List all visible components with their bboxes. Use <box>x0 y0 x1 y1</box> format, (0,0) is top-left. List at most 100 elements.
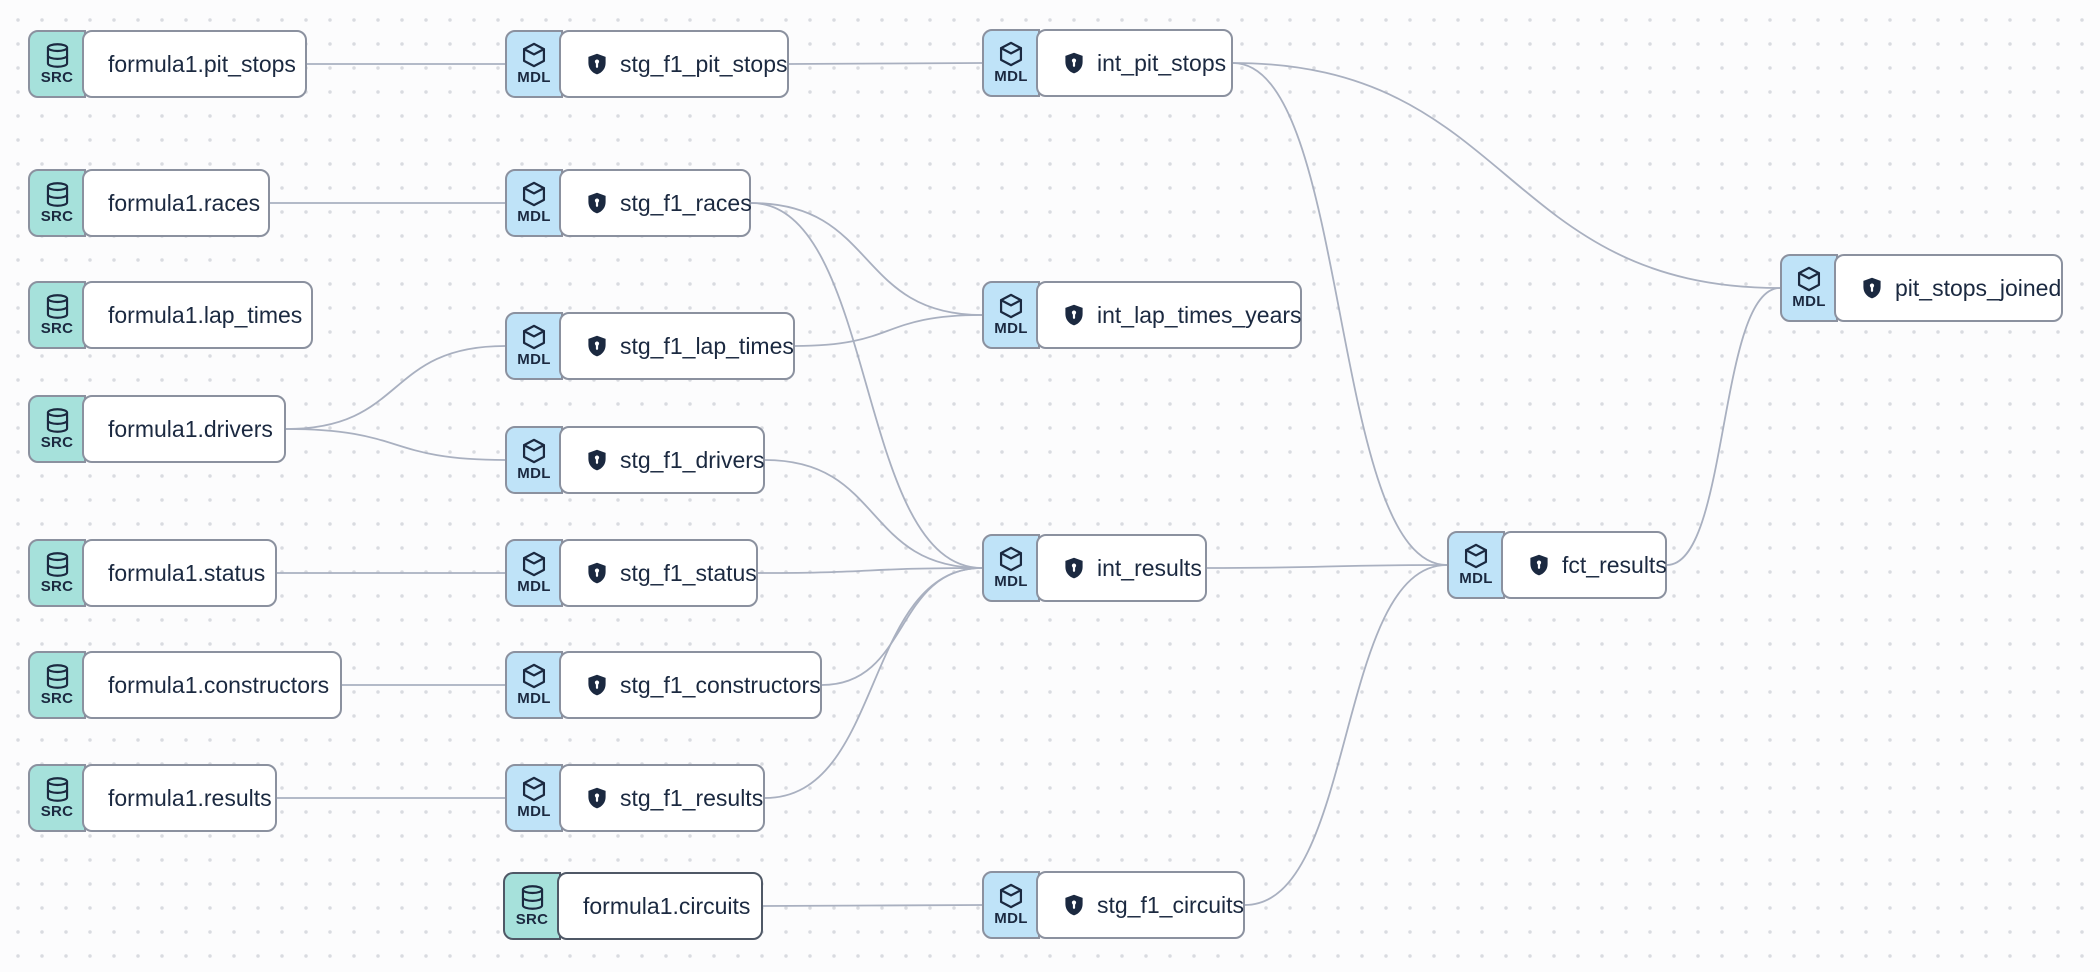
edge-stg_drivers-int_results <box>764 459 983 569</box>
cube-icon <box>520 180 548 208</box>
shield-icon <box>1527 553 1551 577</box>
cube-icon <box>997 545 1025 573</box>
node-type-badge: MDL <box>517 69 551 87</box>
node-type-badge: MDL <box>1459 570 1493 588</box>
node-label: stg_f1_lap_times <box>620 332 794 359</box>
node-type-chip: MDL <box>505 539 563 607</box>
shield-icon <box>1062 893 1086 917</box>
shield-icon <box>585 673 609 697</box>
shield-icon <box>1062 556 1086 580</box>
shield-icon <box>585 191 609 215</box>
node-type-badge: MDL <box>994 68 1028 86</box>
node-type-badge: MDL <box>994 320 1028 338</box>
cube-icon <box>520 437 548 465</box>
node-type-badge: SRC <box>40 577 74 595</box>
edge-stg_status-int_results <box>757 567 983 574</box>
node-fct_results[interactable]: MDL fct_results <box>1447 531 1667 599</box>
node-stg_status[interactable]: MDL stg_f1_status <box>505 539 758 607</box>
node-int_results[interactable]: MDL int_results <box>982 534 1207 602</box>
edge-stg_races-int_results <box>750 202 983 569</box>
edge-stg_races-int_lap_times_years <box>750 202 983 316</box>
node-label: stg_f1_results <box>620 784 764 811</box>
node-label: stg_f1_drivers <box>620 446 765 473</box>
node-body: stg_f1_pit_stops <box>559 30 789 98</box>
node-src_status[interactable]: SRC formula1.status <box>28 539 277 607</box>
node-label: stg_f1_status <box>620 559 757 586</box>
edge-src_circuits-stg_circuits <box>762 904 983 907</box>
node-src_pit_stops[interactable]: SRC formula1.pit_stops <box>28 30 307 98</box>
database-icon <box>44 776 71 803</box>
node-body: formula1.status <box>82 539 277 607</box>
node-label: formula1.status <box>108 559 266 586</box>
node-src_races[interactable]: SRC formula1.races <box>28 169 270 237</box>
node-type-chip: MDL <box>982 534 1040 602</box>
node-body: stg_f1_drivers <box>559 426 765 494</box>
node-type-chip: MDL <box>505 426 563 494</box>
database-icon <box>44 293 71 320</box>
node-type-chip: SRC <box>503 872 561 940</box>
node-type-badge: MDL <box>994 573 1028 591</box>
node-label: fct_results <box>1562 551 1667 578</box>
node-type-badge: SRC <box>40 319 74 337</box>
node-body: formula1.constructors <box>82 651 342 719</box>
node-stg_lap_times[interactable]: MDL stg_f1_lap_times <box>505 312 795 380</box>
node-stg_constructors[interactable]: MDL stg_f1_constructors <box>505 651 822 719</box>
node-body: stg_f1_results <box>559 764 765 832</box>
node-label: formula1.circuits <box>583 892 751 919</box>
node-type-chip: SRC <box>28 169 86 237</box>
node-type-chip: SRC <box>28 30 86 98</box>
node-body: formula1.lap_times <box>82 281 313 349</box>
node-type-badge: SRC <box>40 433 74 451</box>
shield-icon <box>1062 51 1086 75</box>
node-type-badge: SRC <box>40 689 74 707</box>
edge-stg_lap_times-int_lap_times_years <box>794 314 983 347</box>
node-stg_races[interactable]: MDL stg_f1_races <box>505 169 752 237</box>
node-body: formula1.drivers <box>82 395 286 463</box>
node-type-chip: MDL <box>505 169 563 237</box>
node-stg_drivers[interactable]: MDL stg_f1_drivers <box>505 426 765 494</box>
cube-icon <box>520 775 548 803</box>
node-src_lap_times[interactable]: SRC formula1.lap_times <box>28 281 313 349</box>
node-src_results[interactable]: SRC formula1.results <box>28 764 277 832</box>
node-src_circuits[interactable]: SRC formula1.circuits <box>503 872 763 940</box>
node-type-badge: SRC <box>40 802 74 820</box>
cube-icon <box>997 882 1025 910</box>
node-stg_circuits[interactable]: MDL stg_f1_circuits <box>982 871 1245 939</box>
node-type-chip: MDL <box>982 281 1040 349</box>
node-body: stg_f1_constructors <box>559 651 822 719</box>
cube-icon <box>520 323 548 351</box>
node-int_lap_times_years[interactable]: MDL int_lap_times_years <box>982 281 1302 349</box>
node-type-chip: SRC <box>28 281 86 349</box>
node-type-chip: SRC <box>28 395 86 463</box>
node-type-chip: MDL <box>1780 254 1838 322</box>
database-icon <box>44 181 71 208</box>
node-body: fct_results <box>1501 531 1667 599</box>
node-type-badge: MDL <box>517 578 551 596</box>
node-int_pit_stops[interactable]: MDL int_pit_stops <box>982 29 1233 97</box>
node-type-chip: SRC <box>28 764 86 832</box>
node-type-chip: MDL <box>982 871 1040 939</box>
shield-icon <box>1860 276 1884 300</box>
node-src_drivers[interactable]: SRC formula1.drivers <box>28 395 286 463</box>
node-body: formula1.results <box>82 764 277 832</box>
node-stg_pit_stops[interactable]: MDL stg_f1_pit_stops <box>505 30 789 98</box>
node-type-badge: MDL <box>994 910 1028 928</box>
database-icon <box>44 663 71 690</box>
node-type-badge: SRC <box>40 207 74 225</box>
node-label: stg_f1_constructors <box>620 671 821 698</box>
node-label: stg_f1_races <box>620 189 752 216</box>
node-pit_stops_joined[interactable]: MDL pit_stops_joined <box>1780 254 2063 322</box>
node-type-badge: MDL <box>517 465 551 483</box>
node-stg_results[interactable]: MDL stg_f1_results <box>505 764 765 832</box>
edge-int_pit_stops-pit_stops_joined <box>1232 62 1781 289</box>
shield-icon <box>585 334 609 358</box>
database-icon <box>519 884 546 911</box>
node-type-chip: MDL <box>505 312 563 380</box>
node-body: stg_f1_status <box>559 539 758 607</box>
cube-icon <box>520 41 548 69</box>
shield-icon <box>585 448 609 472</box>
node-src_constructors[interactable]: SRC formula1.constructors <box>28 651 342 719</box>
node-label: pit_stops_joined <box>1895 274 2062 301</box>
